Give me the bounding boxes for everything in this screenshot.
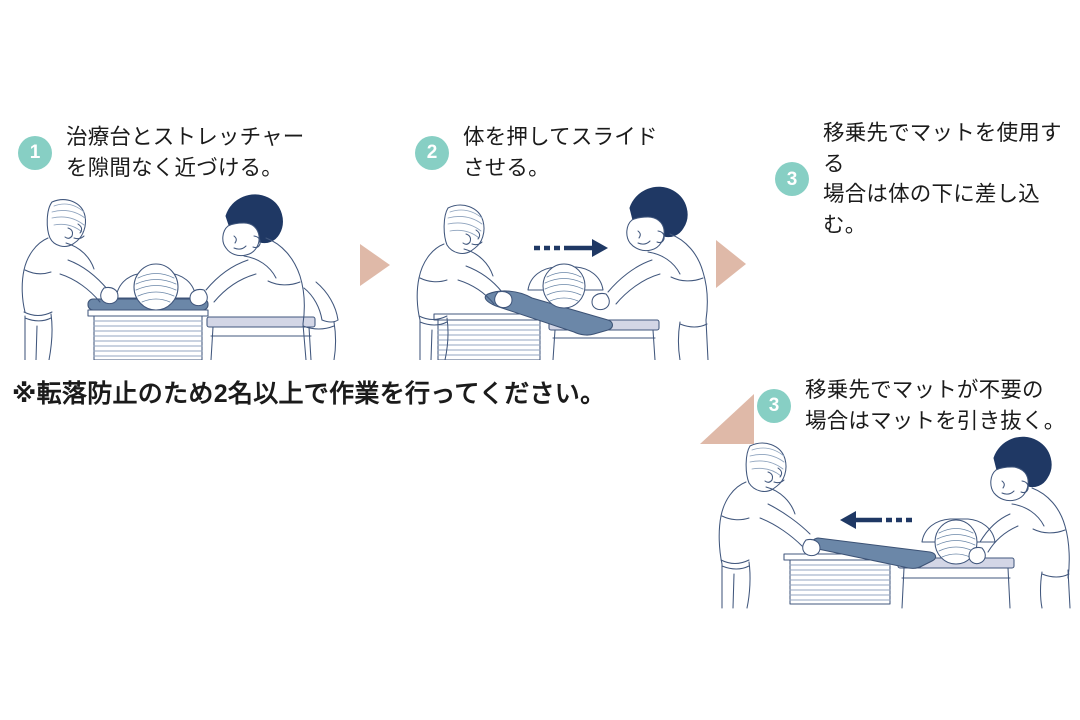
step-2-illustration xyxy=(392,186,722,360)
number-3-circle-icon: 3 xyxy=(757,388,791,423)
safety-warning-text: ※転落防止のため2名以上で作業を行ってください。 xyxy=(12,380,606,408)
triangle-right-icon-step1-step2 xyxy=(360,244,390,291)
number-3-circle-icon: 3 xyxy=(775,162,809,197)
triangle-corner-icon-step3-step3alt xyxy=(700,394,754,449)
step-1-illustration xyxy=(4,186,356,360)
step-2-heading: 2 体を押してスライド させる。 xyxy=(415,122,658,183)
step-3-alt-heading: 3 移乗先でマットが不要の 場合はマットを引き抜く。 xyxy=(757,375,1065,436)
triangle-right-icon-step2-step3 xyxy=(716,240,746,293)
number-2-circle-icon: 2 xyxy=(415,135,449,170)
arrow-right-icon xyxy=(534,239,608,257)
step-3-heading: 3 移乗先でマットを使用する 場合は体の下に差し込む。 xyxy=(775,118,1080,240)
step-3-alt-illustration xyxy=(706,430,1078,620)
step-3-text: 移乗先でマットを使用する 場合は体の下に差し込む。 xyxy=(823,121,1062,237)
step-3-alt-text: 移乗先でマットが不要の 場合はマットを引き抜く。 xyxy=(805,378,1066,433)
step-1-text: 治療台とストレッチャー を隙間なく近づける。 xyxy=(66,125,305,180)
step-1-heading: 1 治療台とストレッチャー を隙間なく近づける。 xyxy=(18,122,305,183)
step-2-text: 体を押してスライド させる。 xyxy=(463,125,658,180)
number-1-circle-icon: 1 xyxy=(18,135,52,170)
arrow-left-icon xyxy=(840,511,912,529)
